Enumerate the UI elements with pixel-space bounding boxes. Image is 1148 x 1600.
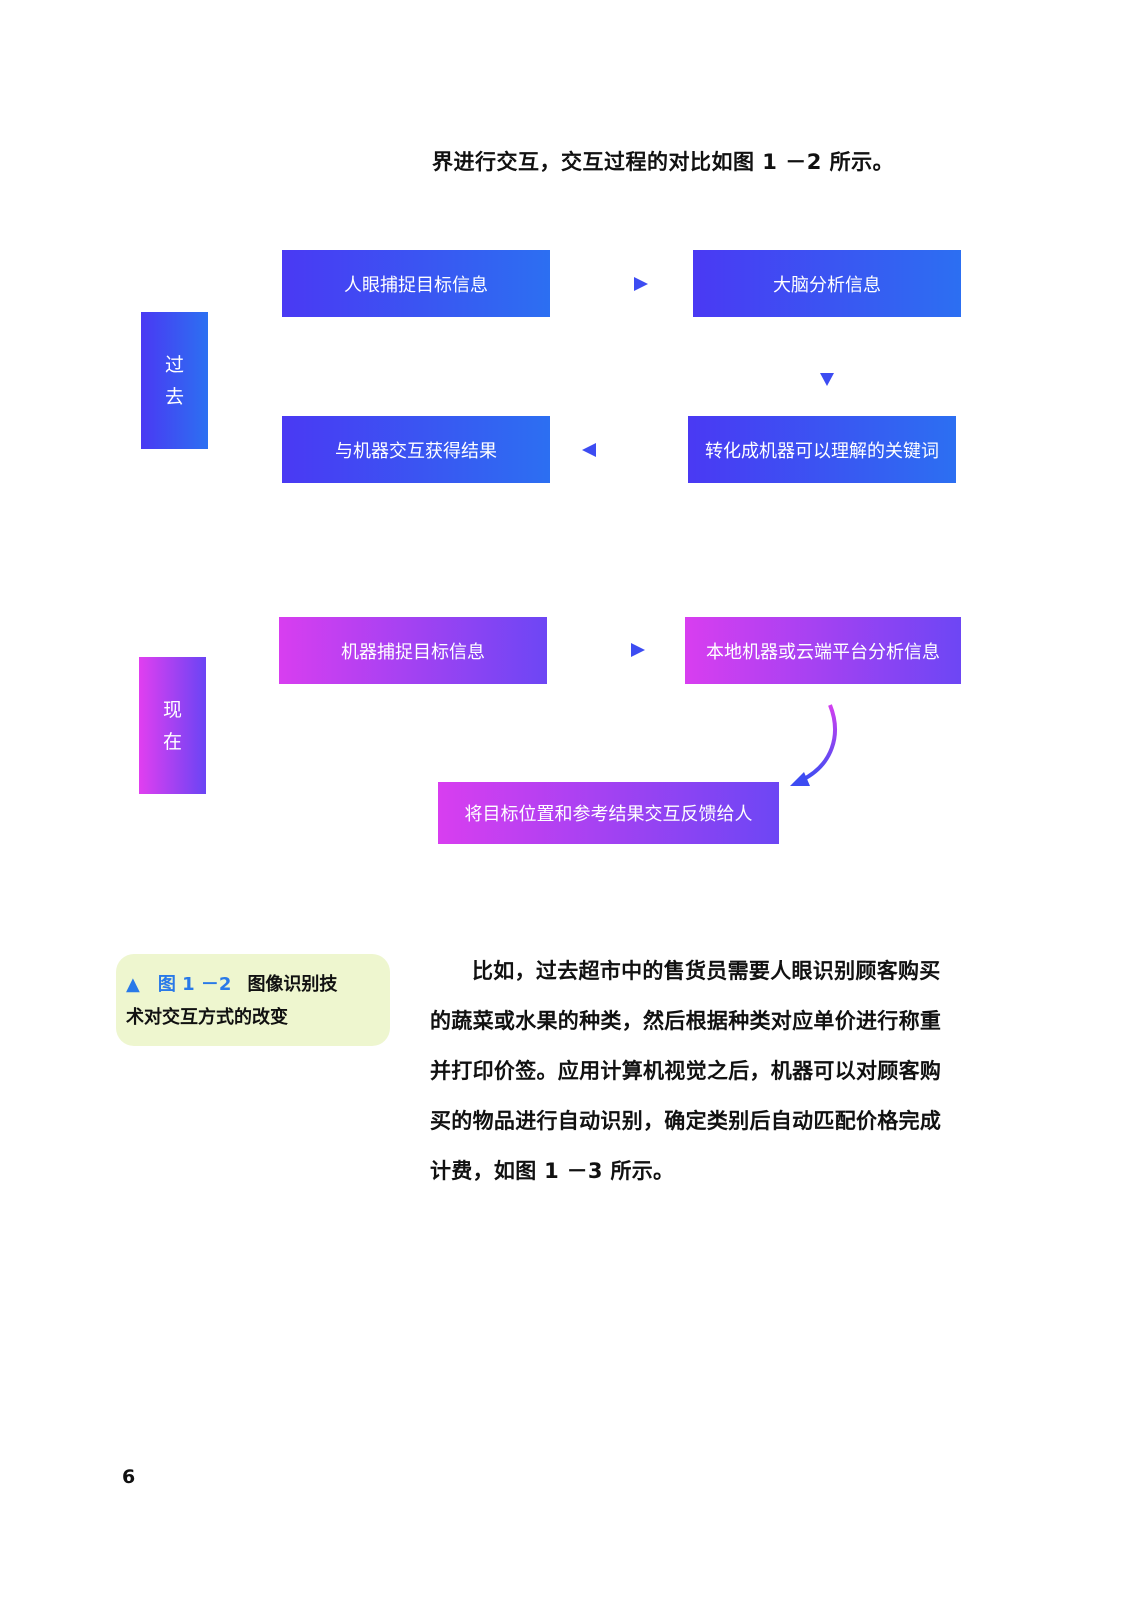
now-feedback-box: 将目标位置和参考结果交互反馈给人 [438,782,779,844]
now-capture-box: 机器捕捉目标信息 [279,617,547,684]
past-arrow-right [580,277,648,291]
paragraph-line-4: 买的物品进行自动识别，确定类别后自动匹配价格完成 [430,1109,942,1133]
caption-line-1: ▲ 图 1 －2 图像识别技 [126,968,380,1001]
now-label-char-2: 在 [162,730,182,753]
figure-number: 图 1 －2 [157,974,232,995]
past-capture-box: 人眼捕捉目标信息 [282,250,550,317]
paragraph-line-3: 并打印价签。应用计算机视觉之后，机器可以对顾客购 [430,1059,942,1083]
now-analyze-box: 本地机器或云端平台分析信息 [685,617,961,684]
past-label: 过 去 [141,312,208,449]
now-arrow-right [577,643,645,657]
past-analyze-box: 大脑分析信息 [693,250,961,317]
past-interact-box: 与机器交互获得结果 [282,416,550,483]
past-label-char-1: 过 [164,353,184,376]
paragraph-line-2: 的蔬菜或水果的种类，然后根据种类对应单价进行称重 [430,1009,942,1033]
past-convert-box: 转化成机器可以理解的关键词 [688,416,956,483]
body-paragraph: 比如，过去超市中的售货员需要人眼识别顾客购买 的蔬菜或水果的种类，然后根据种类对… [430,946,990,1196]
caption-line-2: 术对交互方式的改变 [126,1007,288,1028]
past-arrow-down [820,345,834,386]
paragraph-line-5: 计费，如图 1 －3 所示。 [430,1159,675,1183]
intro-text: 界进行交互，交互过程的对比如图 1 －2 所示。 [432,150,895,174]
now-label: 现 在 [139,657,206,794]
past-arrow-left [582,443,650,457]
figure-caption: ▲ 图 1 －2 图像识别技 术对交互方式的改变 [116,954,390,1046]
page-number: 6 [122,1466,136,1488]
now-arrow-curve [790,704,837,786]
past-label-char-2: 去 [164,385,184,408]
paragraph-line-1: 比如，过去超市中的售货员需要人眼识别顾客购买 [472,959,941,983]
triangle-icon: ▲ [126,974,140,995]
now-label-char-1: 现 [162,698,182,721]
caption-text-1: 图像识别技 [247,974,338,995]
